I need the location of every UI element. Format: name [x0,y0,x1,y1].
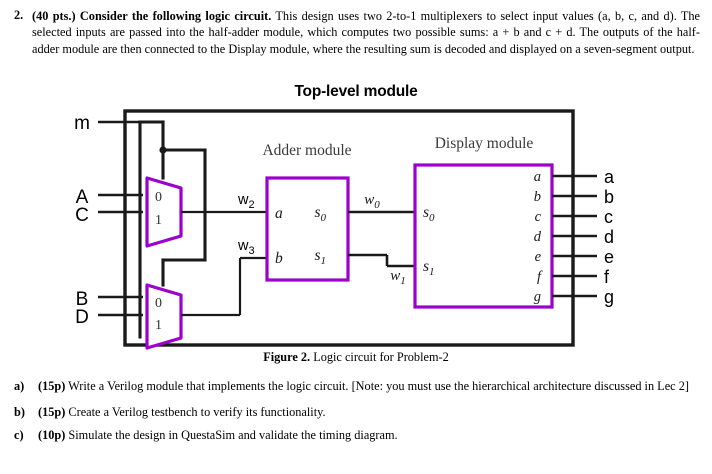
top-level-boundary-box [123,109,575,347]
output-label-e: e [604,247,614,267]
mux-top-label-1: 1 [155,213,162,228]
display-port-s0-sub: 0 [429,212,435,224]
figure-caption-bold: Figure 2. [263,350,311,364]
figure-title: Top-level module [294,83,418,100]
input-wires [98,120,146,317]
display-module-label: Display module [435,135,534,152]
display-segment-d: d [534,229,542,245]
select-line-m [138,120,207,339]
wire-label-w1: w1 [390,268,406,287]
adder-port-s1-sub: 1 [321,255,327,267]
display-port-s1-sub: 1 [429,266,435,278]
subitem-c-text: Simulate the design in QuestaSim and val… [65,428,398,443]
output-label-f: f [604,267,610,287]
subitem-b: b) (15p) Create a Verilog testbench to ve… [14,404,702,421]
wire-label-w3-base: w [237,238,249,254]
adder-port-s0-sub: 0 [321,212,327,224]
adder-port-b: b [275,250,283,267]
adder-module-label: Adder module [262,142,351,159]
subitem-c-marker: c) [14,428,24,443]
wire-label-w0-sub: 0 [374,199,380,211]
display-module-box [413,163,554,309]
problem-body-text: This design uses two 2-to-1 multiplexers… [32,9,700,56]
mux-bottom [145,283,183,350]
display-segment-e: e [535,249,542,265]
adder-s1-output-wire [348,253,415,268]
input-label-b: B [76,289,89,310]
output-label-b: b [604,187,614,207]
display-port-s1-base: s [423,258,429,275]
subitem-b-points: (15p) [38,404,66,419]
logic-circuit-diagram: m A C B D 0 1 0 1 Adder module Display m… [0,100,712,350]
subitem-b-text: Create a Verilog testbench to verify its… [65,404,326,419]
wire-label-w0-base: w [364,192,374,208]
display-port-s1: s1 [423,258,435,278]
display-segment-c: c [535,209,542,225]
input-label-c: C [75,205,89,226]
display-port-s0-base: s [423,204,429,221]
wire-label-w2: w2 [237,192,255,211]
subitem-a-points: (15p) [38,379,66,393]
subitem-a-text: Write a Verilog module that implements t… [65,379,689,393]
figure-caption: Figure 2. Logic circuit for Problem-2 [0,350,712,365]
output-label-a: a [604,167,615,187]
display-segment-b: b [534,189,541,205]
wire-label-w1-base: w [390,268,400,284]
output-label-d: d [604,227,614,247]
mux-bottom-label-0: 0 [155,296,162,311]
wire-label-w3-sub: 3 [248,245,254,257]
input-label-d: D [75,307,89,328]
problem-subitems: a) (15p) Write a Verilog module that impl… [14,378,702,451]
wire-label-w1-sub: 1 [400,275,406,287]
subitem-c: c) (10p) Simulate the design in QuestaSim… [14,427,702,444]
display-segment-g: g [534,289,541,305]
wire-label-w2-base: w [237,192,249,208]
adder-port-s1: s1 [314,247,326,267]
wire-label-w2-sub: 2 [248,199,254,211]
problem-bold-lead: (40 pts.) Consider the following logic c… [32,9,272,23]
mux-bottom-output-wire [181,256,267,317]
adder-port-a: a [275,205,283,222]
adder-port-s1-base: s [314,247,320,264]
subitem-a: a) (15p) Write a Verilog module that impl… [14,378,702,395]
junction-dot [159,146,167,154]
adder-port-s0-base: s [314,204,320,221]
output-label-g: g [604,287,614,307]
subitem-c-points: (10p) [38,428,66,443]
wire-label-w0: w0 [364,192,380,211]
problem-number: 2. [14,8,24,22]
mux-top [145,176,183,248]
subitem-b-marker: b) [14,404,25,419]
segment-output-wires [552,174,597,298]
adder-port-s0: s0 [314,204,326,224]
mux-top-label-0: 0 [155,190,162,205]
mux-bottom-label-1: 1 [155,318,162,333]
problem-statement: (40 pts.) Consider the following logic c… [14,8,700,57]
display-port-s0: s0 [423,204,435,224]
input-label-a: A [76,187,89,208]
adder-module-box [265,176,350,282]
subitem-a-marker: a) [14,379,25,393]
output-label-c: c [604,207,613,227]
display-segment-f: f [537,269,543,285]
display-segment-a: a [534,169,541,185]
wire-label-w3: w3 [237,238,255,257]
input-label-m: m [74,113,90,134]
figure-caption-rest: Logic circuit for Problem-2 [310,350,449,364]
